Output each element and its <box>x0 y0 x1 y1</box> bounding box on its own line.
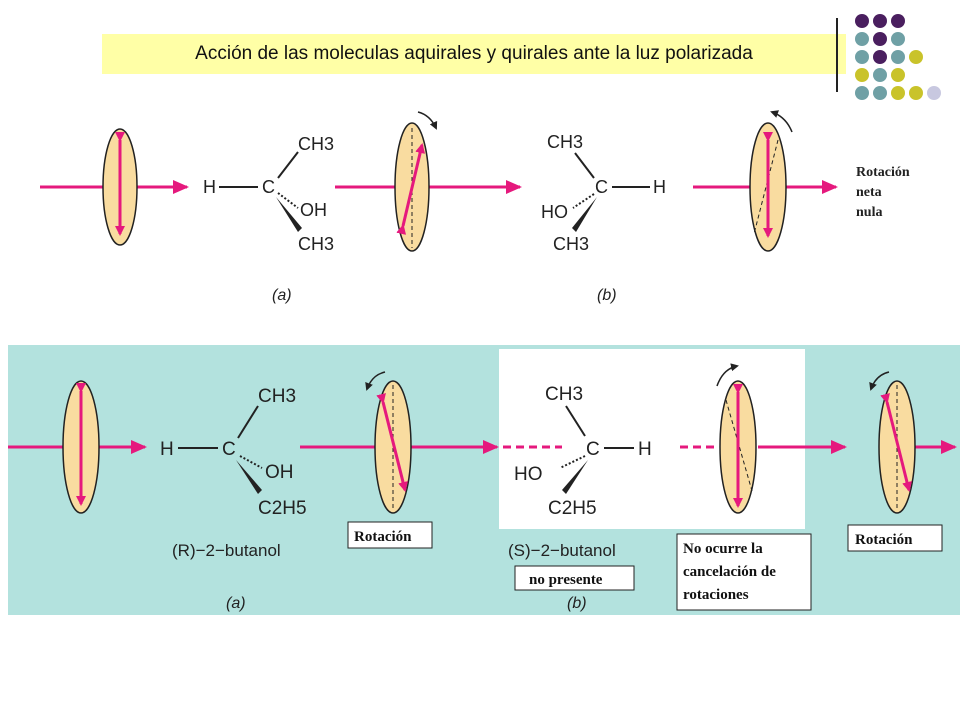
atom-h: H <box>160 439 174 460</box>
atom-h: H <box>653 177 666 197</box>
label-not-present-text: no presente <box>529 572 603 588</box>
label-no-cancel-line-3: rotaciones <box>683 587 749 603</box>
atom-c: C <box>262 177 275 197</box>
net-rotation-line-3: nula <box>856 205 882 220</box>
polarizer-lens <box>719 380 757 514</box>
net-rotation-line-2: neta <box>856 185 882 200</box>
caption-a: (a) <box>272 287 292 304</box>
atom-c: C <box>222 439 236 460</box>
deco-dot <box>891 68 905 82</box>
caption-b: (b) <box>597 287 617 304</box>
group-c2h5: C2H5 <box>258 498 307 519</box>
deco-dot <box>873 50 887 64</box>
deco-dot <box>873 86 887 100</box>
polarizer-lens <box>62 380 100 514</box>
group-oh: OH <box>300 200 327 220</box>
deco-dot <box>891 50 905 64</box>
molecule-r-2-butanol: H C CH3 OH C2H5 (R)−2−butanol (a) <box>160 386 307 612</box>
atom-c: C <box>586 439 600 460</box>
name-r-butanol: (R)−2−butanol <box>172 541 281 560</box>
label-no-cancel: No ocurre la cancelación de rotaciones <box>676 533 812 611</box>
deco-dot <box>855 14 869 28</box>
group-ch3: CH3 <box>258 386 296 407</box>
group-ho: HO <box>514 464 543 485</box>
atom-c: C <box>595 177 608 197</box>
deco-dot <box>891 14 905 28</box>
polarizer-lens <box>878 380 916 514</box>
net-rotation-label: Rotación neta nula <box>856 165 910 220</box>
caption-a: (a) <box>226 595 246 612</box>
deco-dot <box>855 50 869 64</box>
group-ch3-bottom: CH3 <box>553 234 589 254</box>
deco-dot <box>909 50 923 64</box>
rotation-arrow <box>869 371 890 391</box>
label-rotation-2: Rotación <box>847 524 943 552</box>
polarizer-lens <box>749 122 787 252</box>
group-ho: HO <box>541 202 568 222</box>
group-c2h5: C2H5 <box>548 498 597 519</box>
teal-background <box>8 345 960 615</box>
polarizer-lens <box>394 122 430 252</box>
name-s-butanol: (S)−2−butanol <box>508 541 616 560</box>
deco-dot <box>855 32 869 46</box>
group-ch3-bottom: CH3 <box>298 234 334 254</box>
label-rotation-1-text: Rotación <box>354 529 412 545</box>
bottom-panel: H C CH3 OH C2H5 (R)−2−butanol (a) CH3 C … <box>8 345 960 615</box>
group-ch3-top: CH3 <box>547 132 583 152</box>
deco-dot <box>909 86 923 100</box>
deco-dot <box>873 32 887 46</box>
white-highlight-box <box>499 349 805 529</box>
top-panel: H C CH3 OH CH3 (a) CH3 C H HO CH3 (b) Ro <box>40 110 910 304</box>
label-rotation-2-text: Rotación <box>855 532 913 548</box>
molecule-s-2-butanol: CH3 C H HO C2H5 (S)−2−butanol (b) <box>508 384 652 612</box>
label-no-cancel-line-1: No ocurre la <box>683 541 763 557</box>
label-rotation-1: Rotación <box>347 521 433 549</box>
deco-dot <box>927 86 941 100</box>
molecule-a: H C CH3 OH CH3 (a) <box>203 134 334 304</box>
deco-dot <box>855 86 869 100</box>
atom-h: H <box>638 439 652 460</box>
group-ch3-top: CH3 <box>298 134 334 154</box>
deco-dot <box>873 68 887 82</box>
rotation-arrow <box>365 371 386 391</box>
polarizer-lens <box>374 380 412 514</box>
deco-dot <box>873 14 887 28</box>
label-not-present: no presente <box>514 565 635 591</box>
slide-title: Acción de las moleculas aquirales y quir… <box>102 34 846 74</box>
deco-dot <box>891 86 905 100</box>
decorative-line <box>836 18 838 92</box>
net-rotation-line-1: Rotación <box>856 165 910 180</box>
group-oh: OH <box>265 462 294 483</box>
rotation-arrow <box>417 111 438 130</box>
label-no-cancel-line-2: cancelación de <box>683 564 776 580</box>
caption-b: (b) <box>567 595 587 612</box>
group-ch3: CH3 <box>545 384 583 405</box>
deco-dot <box>855 68 869 82</box>
atom-h: H <box>203 177 216 197</box>
molecule-b: CH3 C H HO CH3 (b) <box>541 132 666 304</box>
rotation-arrow <box>716 363 739 387</box>
deco-dot <box>891 32 905 46</box>
polarizer-lens <box>102 128 138 246</box>
rotation-arrow <box>770 110 793 133</box>
